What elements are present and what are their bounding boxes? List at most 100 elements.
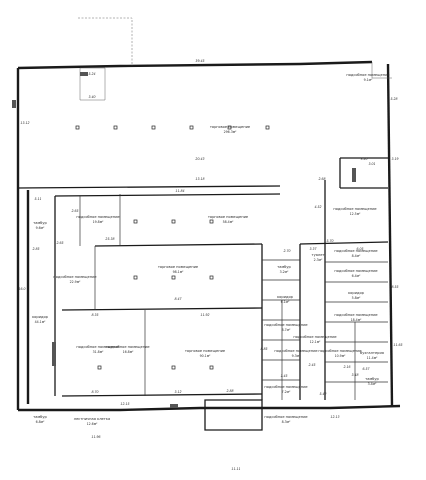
hatch-5: [352, 168, 356, 182]
dimension: 13.18: [195, 177, 204, 181]
columns: [75, 125, 270, 370]
partition-f: [325, 261, 388, 383]
dimension: 39.45: [195, 59, 204, 63]
column: [133, 219, 138, 224]
room-name: торговое помещение: [208, 215, 249, 219]
room-labels: торговое помещение 296.3м² торговое поме…: [32, 73, 390, 426]
room-area: 9.6м²: [36, 226, 45, 230]
dimension: 11.92: [200, 313, 209, 317]
dimension: 6.05: [356, 247, 363, 251]
exterior-wall-right: [386, 63, 394, 407]
dimension: 3.19: [391, 157, 398, 161]
partition-e: [262, 259, 300, 381]
dimension: 2.65: [56, 241, 63, 245]
dimension: 4.52: [314, 205, 321, 209]
column: [113, 125, 118, 130]
column: [227, 125, 232, 130]
middle-hall-top-wall: [54, 193, 281, 197]
room-name: подсобное помещение: [318, 349, 362, 353]
dimension: 2.65: [71, 209, 78, 213]
dimension: 13.12: [20, 121, 29, 125]
dimension: 12.15: [120, 402, 129, 406]
column: [265, 125, 270, 130]
dimension: 3.12: [174, 390, 181, 394]
hatch-1: [52, 342, 56, 366]
room-name: тамбур: [277, 265, 291, 269]
hatch-4: [170, 404, 178, 408]
column: [151, 125, 156, 130]
dimension: 8.47: [174, 297, 181, 301]
dimension: 20.43: [195, 157, 204, 161]
room-name: коридор: [348, 291, 365, 295]
column: [209, 275, 214, 280]
stair-block: [339, 157, 388, 189]
room-area: 9.1м²: [364, 78, 373, 82]
dimension: 3.40: [88, 95, 95, 99]
dimension: 11.96: [91, 435, 100, 439]
room-name: тамбур: [33, 415, 47, 419]
interior-partitions: [78, 17, 392, 400]
dimension: 2.88: [226, 389, 233, 393]
room-area: 3.2м²: [280, 270, 289, 274]
dimension: 2.70: [283, 249, 290, 253]
room-area: 58.4м²: [223, 220, 235, 224]
room-area: 16.8м²: [123, 350, 135, 354]
dimension: 12.13: [330, 415, 339, 419]
dimension: 8.70: [91, 390, 98, 394]
dimension: 2.16: [343, 365, 350, 369]
dimension: 2.85: [32, 247, 39, 251]
room-area: 12.5м²: [350, 212, 362, 216]
room-name: подсобное помещение: [274, 349, 318, 353]
room-area: 12.6м²: [87, 422, 99, 426]
room-name: подсобное помещение: [334, 249, 378, 253]
dimension-labels: 39.45 20.43 13.18 13.12 16.0 8.47 5.24 3…: [18, 59, 402, 471]
dimension: 8.85: [260, 347, 267, 351]
dimension: 11.11: [231, 467, 240, 471]
column: [97, 365, 102, 370]
room-name: подсобное помещение: [76, 345, 120, 349]
room-name: подсобное помещение: [293, 335, 337, 339]
room-area: 7.2м²: [282, 390, 291, 394]
room-area: 11.4м²: [367, 356, 379, 360]
room-name: бухгалтерия: [360, 351, 384, 355]
room-name: подсобное помещение: [346, 73, 390, 77]
room-area: 3.4м²: [368, 382, 377, 386]
room-name: лестничная клетка: [74, 417, 110, 421]
stair-outline: [79, 67, 106, 101]
room-name: подсобное помещение: [53, 275, 97, 279]
room-name: подсобное помещение: [264, 385, 308, 389]
room-area: 22.9м²: [70, 280, 82, 284]
dimension: 8.35: [91, 313, 98, 317]
room-area: 8.3м²: [282, 420, 291, 424]
room-area: 296.3м²: [224, 130, 238, 134]
room-area: 6.4м²: [352, 274, 361, 278]
room-name: подсобное помещение: [264, 323, 308, 327]
room-name: подсобное помещение: [264, 415, 308, 419]
dimension: 11.84: [175, 189, 184, 193]
room-name: подсобное помещение: [334, 269, 378, 273]
room-name: коридор: [32, 315, 49, 319]
column: [171, 219, 176, 224]
hall-divider: [94, 243, 263, 247]
column: [209, 365, 214, 370]
column: [75, 125, 80, 130]
room-name: торговое помещение: [185, 349, 226, 353]
wall-layer: [16, 60, 401, 431]
room-area: 8.7м²: [282, 328, 291, 332]
room-name: подсобное помещение: [106, 345, 150, 349]
room-area: 2.3м²: [314, 258, 323, 262]
room-area: 6.1м²: [281, 300, 290, 304]
dimension: 5.24: [88, 72, 95, 76]
exterior-wall-top-left: [17, 60, 373, 70]
dimension: 3.37: [309, 247, 316, 251]
room-name: тамбур: [33, 221, 47, 225]
dimension: 8.55: [391, 285, 398, 289]
room-name: подсобное помещение: [334, 313, 378, 317]
room-name: туалет: [311, 253, 324, 257]
room-name: подсобное помещение: [333, 207, 377, 211]
lower-hall-bottom-wall: [61, 393, 263, 397]
room-area: 12.1м²: [310, 340, 322, 344]
column: [171, 365, 176, 370]
dimension: 3.01: [368, 162, 375, 166]
